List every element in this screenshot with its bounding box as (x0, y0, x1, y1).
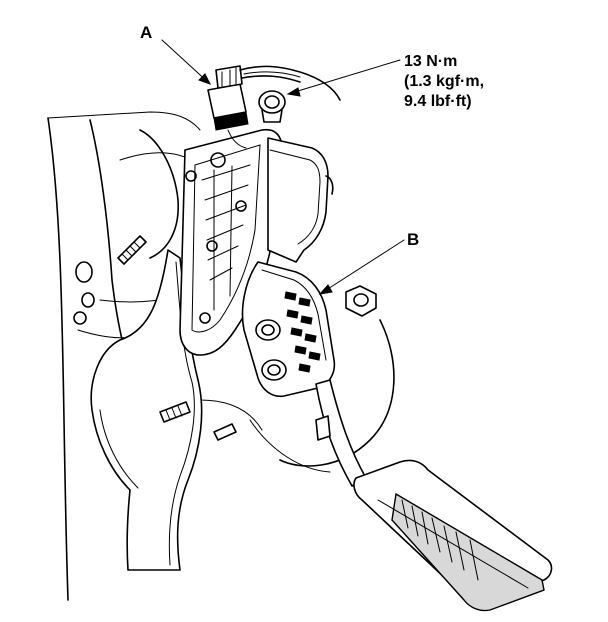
bracket-nut-lower (261, 359, 287, 381)
leader-line-b (318, 239, 405, 295)
torque-spec-line1: 13 N·m (404, 53, 457, 70)
firewall-panel (47, 111, 395, 601)
pedal-lever (315, 379, 367, 487)
position-sensor-housing (267, 137, 334, 263)
leader-line-torque (286, 59, 401, 97)
mounting-nut-top (258, 90, 286, 123)
loose-nut (345, 285, 377, 317)
stud-bolt-lower (159, 401, 237, 441)
callout-label-b: B (407, 230, 419, 249)
sensor-connector (207, 65, 341, 149)
torque-spec-line2: (1.3 kgf·m, (404, 73, 484, 90)
callout-label-a: A (140, 23, 152, 42)
pedal-bracket (179, 128, 283, 356)
bracket-nut-upper (255, 319, 281, 341)
stud-bolt-upper (117, 235, 147, 265)
torque-spec-line3: 9.4 lbf·ft) (404, 93, 472, 110)
leader-line-a (161, 39, 212, 85)
pedal-pad (353, 459, 553, 612)
